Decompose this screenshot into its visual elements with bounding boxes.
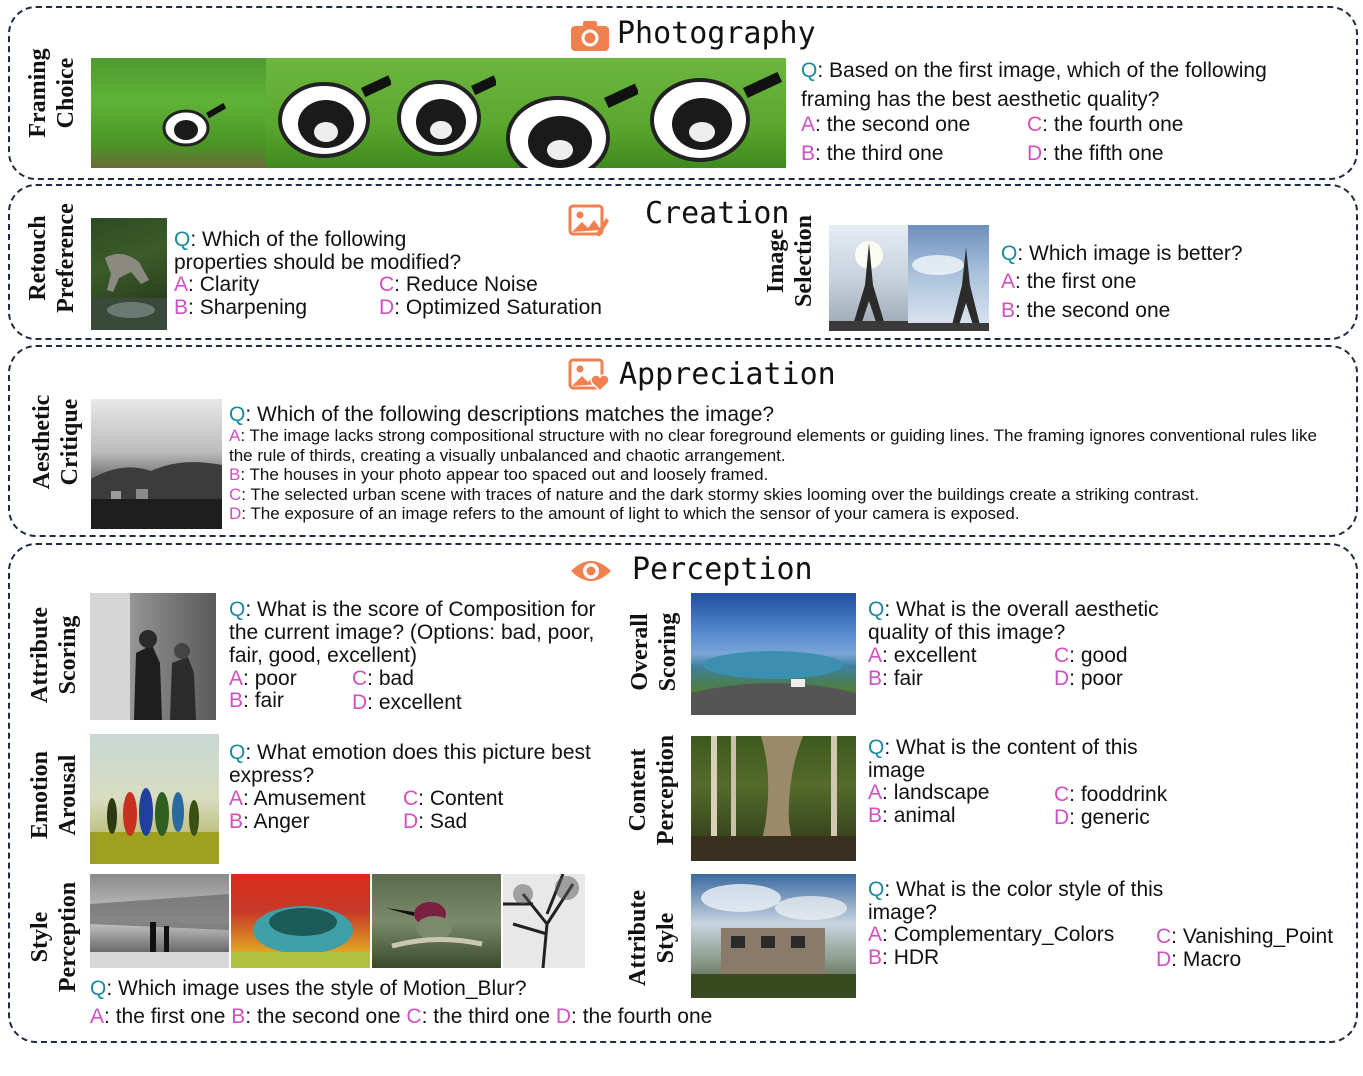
attribute-scoring-question: Q: What is the score of Composition for … bbox=[229, 598, 596, 667]
attribute-style-question: Q: What is the color style of this image… bbox=[868, 878, 1164, 924]
content-question: Q: What is the content of this image bbox=[868, 736, 1138, 782]
overall-scoring-option-d: D: poor bbox=[1054, 667, 1123, 690]
image-heart-icon bbox=[568, 358, 610, 392]
attribute-scoring-option-c: C: bad bbox=[352, 667, 414, 690]
style-image-2 bbox=[231, 874, 370, 968]
framing-option-b: B: the third one bbox=[801, 142, 944, 165]
content-option-d: D: generic bbox=[1054, 806, 1150, 829]
overall-scoring-option-c: C: good bbox=[1054, 644, 1128, 667]
attribute-scoring-option-b: B: fair bbox=[229, 689, 284, 712]
appreciation-panel bbox=[8, 345, 1358, 537]
content-option-a: A: landscape bbox=[868, 781, 990, 804]
eye-icon bbox=[571, 561, 611, 581]
emotion-option-b: B: Anger bbox=[229, 810, 310, 833]
photography-panel bbox=[8, 6, 1358, 180]
emotion-image bbox=[90, 734, 219, 864]
style-perception-question: Q: Which image uses the style of Motion_… bbox=[90, 977, 527, 1000]
framing-option-d: D: the fifth one bbox=[1027, 142, 1164, 165]
attribute-style-option-c: C: Vanishing_Point bbox=[1156, 925, 1334, 948]
attribute-style-option-b: B: HDR bbox=[868, 946, 940, 969]
emotion-question: Q: What emotion does this picture best e… bbox=[229, 741, 591, 787]
content-option-c: C: fooddrink bbox=[1054, 783, 1168, 806]
framing-image-5 bbox=[638, 58, 786, 168]
selection-option-b: B: the second one bbox=[1001, 299, 1171, 322]
selection-image-1 bbox=[829, 225, 908, 331]
perception-title: Perception bbox=[632, 552, 813, 587]
attribute-style-image bbox=[691, 874, 856, 998]
emotion-option-c: C: Content bbox=[403, 787, 504, 810]
retouch-option-b: B: Sharpening bbox=[174, 296, 308, 319]
critique-option-a: A: The image lacks strong compositional … bbox=[229, 426, 1317, 465]
critique-option-d: D: The exposure of an image refers to th… bbox=[229, 504, 1020, 523]
emotion-option-d: D: Sad bbox=[403, 810, 468, 833]
style-image-4 bbox=[503, 874, 585, 968]
overall-scoring-question: Q: What is the overall aesthetic quality… bbox=[868, 598, 1159, 644]
selection-image-2 bbox=[908, 225, 989, 331]
framing-image-2 bbox=[266, 58, 391, 168]
attribute-scoring-image bbox=[90, 593, 216, 720]
attribute-scoring-option-a: A: poor bbox=[229, 667, 297, 690]
creation-title: Creation bbox=[645, 196, 790, 231]
attribute-style-option-d: D: Macro bbox=[1156, 948, 1242, 971]
photography-title: Photography bbox=[617, 16, 816, 51]
style-image-3 bbox=[372, 874, 501, 968]
retouch-option-a: A: Clarity bbox=[174, 273, 260, 296]
critique-option-c: C: The selected urban scene with traces … bbox=[229, 485, 1200, 504]
framing-image-4 bbox=[496, 58, 638, 168]
overall-scoring-option-a: A: excellent bbox=[868, 644, 977, 667]
selection-option-a: A: the first one bbox=[1001, 270, 1137, 293]
appreciation-title: Appreciation bbox=[619, 357, 836, 392]
style-image-1 bbox=[90, 874, 229, 968]
overall-scoring-option-b: B: fair bbox=[868, 667, 923, 690]
creation-panel bbox=[8, 184, 1358, 340]
camera-icon bbox=[571, 21, 609, 51]
framing-choice-question: Q: Based on the first image, which of th… bbox=[801, 59, 1267, 111]
overall-scoring-image bbox=[691, 593, 856, 715]
retouch-option-d: D: Optimized Saturation bbox=[379, 296, 602, 319]
attribute-scoring-option-d: D: excellent bbox=[352, 691, 462, 714]
emotion-option-a: A: Amusement bbox=[229, 787, 366, 810]
critique-question: Q: Which of the following descriptions m… bbox=[229, 403, 775, 426]
perception-panel bbox=[8, 543, 1358, 1043]
critique-image bbox=[91, 399, 222, 529]
retouch-question: Q: Which of the following properties sho… bbox=[174, 228, 462, 274]
image-edit-icon bbox=[568, 204, 609, 237]
content-option-b: B: animal bbox=[868, 804, 956, 827]
retouch-image bbox=[91, 218, 167, 330]
content-image bbox=[691, 736, 856, 861]
critique-option-b: B: The houses in your photo appear too s… bbox=[229, 465, 769, 484]
selection-question: Q: Which image is better? bbox=[1001, 242, 1243, 265]
framing-option-a: A: the second one bbox=[801, 113, 971, 136]
framing-image-1 bbox=[91, 58, 266, 168]
retouch-option-c: C: Reduce Noise bbox=[379, 273, 538, 296]
attribute-style-option-a: A: Complementary_Colors bbox=[868, 923, 1115, 946]
style-perception-options: A: the first one B: the second one C: th… bbox=[90, 1005, 713, 1028]
framing-image-3 bbox=[391, 58, 496, 168]
framing-option-c: C: the fourth one bbox=[1027, 113, 1184, 136]
